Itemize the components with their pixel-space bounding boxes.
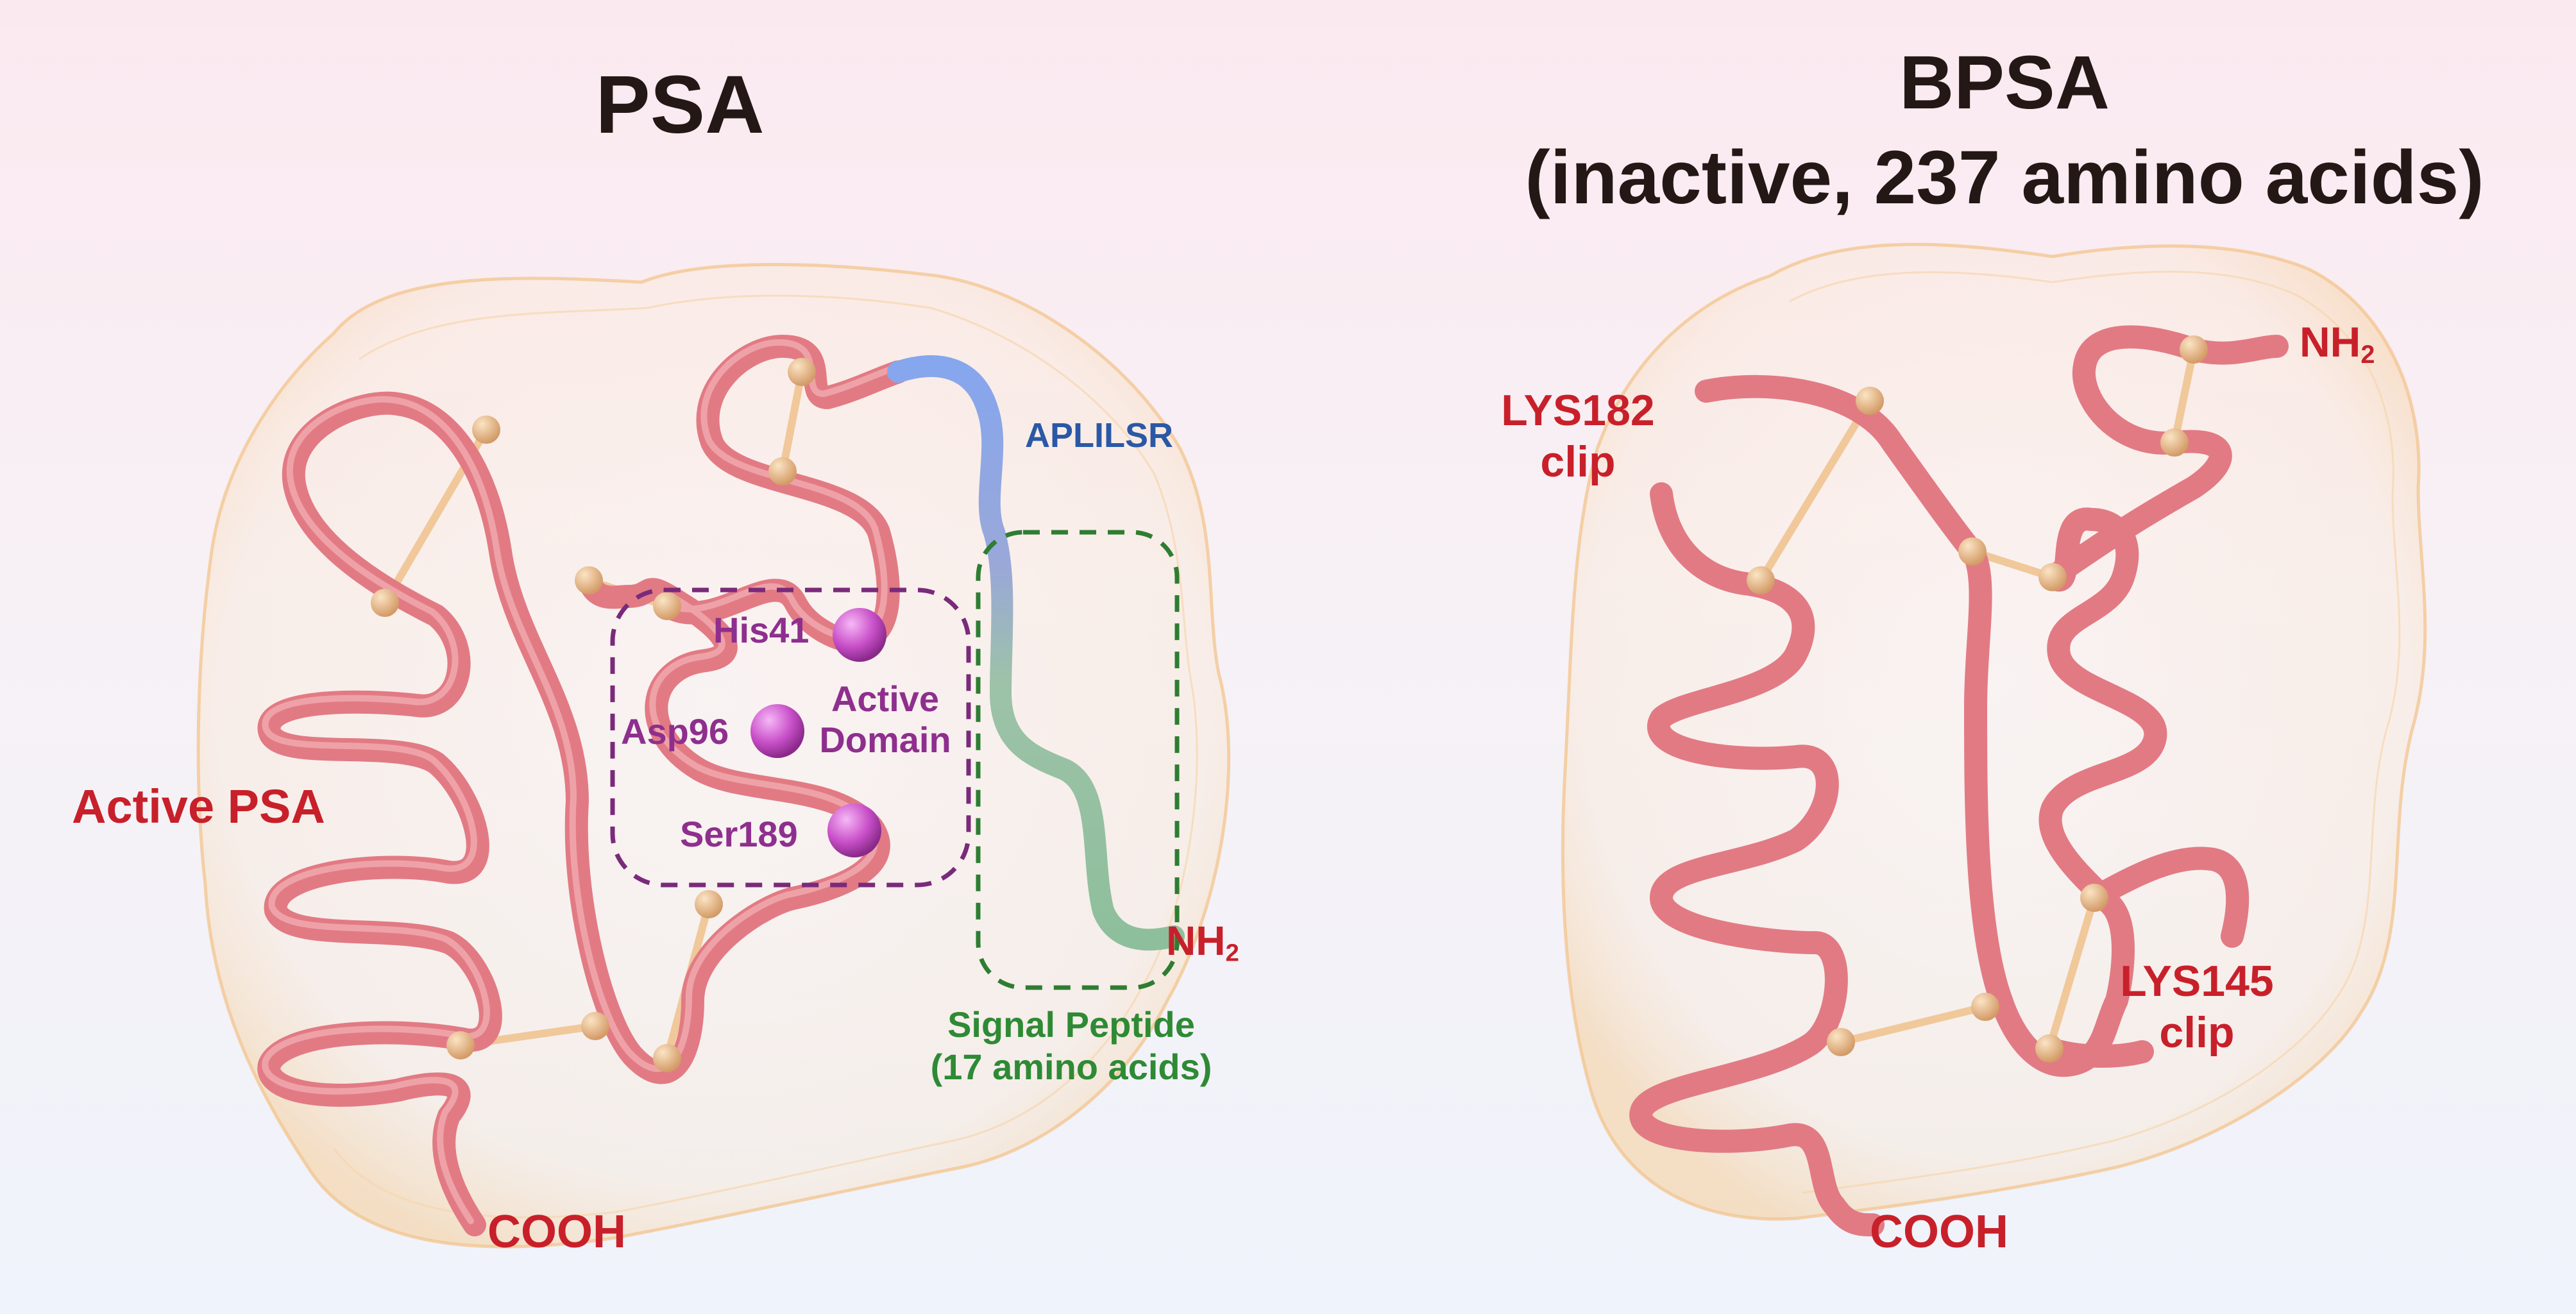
psa-signal-peptide-chain	[887, 355, 1185, 951]
bpsa-title-line1: BPSA	[1899, 40, 2110, 125]
bpsa-envelope	[1561, 242, 2427, 1221]
bpsa-segment-b	[1695, 325, 2289, 1077]
aplilsr-label: APLILSR	[1025, 416, 1174, 455]
psa-title: PSA	[595, 59, 765, 151]
psa-nh-text: NH	[1166, 918, 1226, 964]
lys145-clip-label: LYS145 clip	[2088, 956, 2306, 1058]
bpsa-nh-text: NH	[2300, 318, 2361, 366]
bpsa-disulfide-bonds	[1757, 346, 2198, 1052]
bpsa-segment-c	[2083, 847, 2250, 948]
bpsa-title-line2: (inactive, 237 amino acids)	[1525, 135, 2484, 220]
ser189-label: Ser189	[680, 814, 798, 854]
psa-nh2-label: NH2	[1166, 917, 1239, 968]
asp96-residue	[750, 704, 804, 758]
his41-label: His41	[713, 610, 809, 650]
psa-cooh-label: COOH	[487, 1206, 626, 1258]
psa-nh-subscript: 2	[1225, 939, 1239, 967]
bpsa-envelope-inner	[1789, 271, 2401, 1194]
active-domain-label: Active Domain	[805, 678, 965, 761]
active-domain-label-line1: Active	[831, 678, 940, 719]
lys182-label-line2: clip	[1540, 437, 1616, 486]
lys182-clip-label: LYS182 clip	[1469, 385, 1687, 487]
lys145-label-line2: clip	[2159, 1008, 2235, 1057]
psa-envelope-inner	[332, 294, 1198, 1218]
active-psa-label: Active PSA	[72, 780, 325, 833]
asp96-label: Asp96	[621, 711, 729, 752]
his41-residue	[833, 608, 886, 662]
bpsa-title: BPSA (inactive, 237 amino acids)	[1443, 35, 2566, 225]
bpsa-nh2-label: NH2	[2300, 317, 2375, 369]
lys182-label-line1: LYS182	[1501, 386, 1655, 435]
ser189-residue	[827, 804, 881, 857]
signal-peptide-label-line1: Signal Peptide	[947, 1004, 1195, 1045]
bpsa-nh-subscript: 2	[2360, 340, 2375, 369]
bpsa-cooh-label: COOH	[1870, 1206, 2008, 1258]
lys145-label-line1: LYS145	[2120, 957, 2274, 1006]
active-domain-box	[610, 587, 971, 888]
bpsa-segment-a	[1629, 482, 1885, 1236]
psa-bond-nodes	[371, 358, 816, 1072]
psa-envelope	[196, 263, 1231, 1249]
active-domain-label-line2: Domain	[819, 720, 951, 760]
bpsa-bond-nodes	[1747, 335, 2208, 1063]
signal-peptide-label: Signal Peptide (17 amino acids)	[898, 1004, 1244, 1088]
signal-peptide-label-line2: (17 amino acids)	[930, 1047, 1212, 1087]
